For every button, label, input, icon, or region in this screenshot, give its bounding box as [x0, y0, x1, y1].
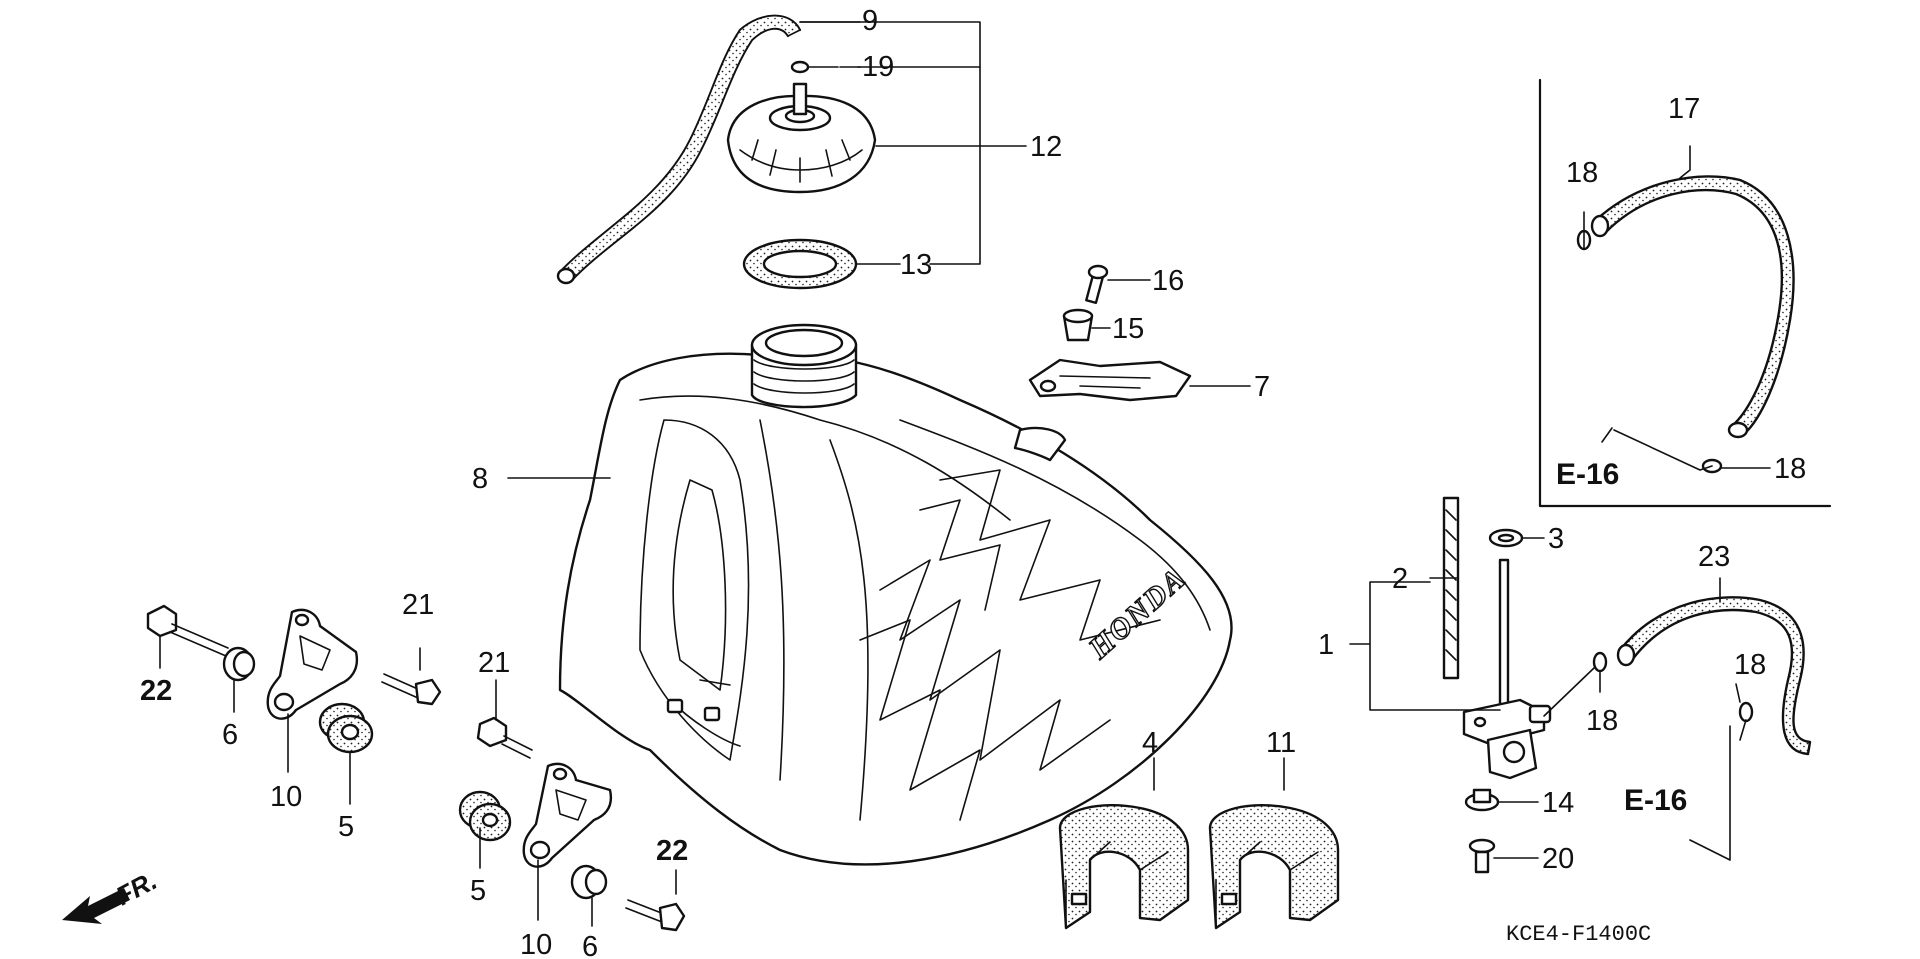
rubber-5-left — [318, 702, 374, 754]
callout-labels: 9 19 12 13 16 15 7 8 2 1 3 14 20 18 23 1… — [140, 5, 1806, 959]
callout-3: 3 — [1548, 523, 1564, 555]
diagram-code: KCE4-F1400C — [1506, 922, 1651, 947]
clip-18-tube23 — [1738, 701, 1754, 723]
stay-10-left — [266, 608, 359, 720]
callout-14: 14 — [1542, 787, 1574, 819]
callout-9: 9 — [862, 5, 878, 37]
callout-21-center: 21 — [478, 647, 510, 679]
breather-tube — [556, 14, 802, 285]
callout-20: 20 — [1542, 843, 1574, 875]
fuel-strainer — [1442, 496, 1460, 680]
tank-pad-11 — [1208, 804, 1340, 930]
bolt-22-center — [625, 899, 686, 932]
callout-1: 1 — [1318, 629, 1334, 661]
rubber-5-center — [458, 790, 512, 842]
callout-17: 17 — [1668, 93, 1700, 125]
callout-5-left: 5 — [338, 811, 354, 843]
callout-8: 8 — [472, 463, 488, 495]
clip-18-valve — [1592, 651, 1608, 673]
fuel-tube-17 — [1590, 175, 1795, 439]
callout-18-valve: 18 — [1586, 705, 1618, 737]
callout-10-left: 10 — [270, 781, 302, 813]
bolt-21-left — [381, 673, 442, 706]
callout-4: 4 — [1142, 727, 1158, 759]
callout-19: 19 — [862, 51, 894, 83]
reference-e16-bottom: E-16 — [1624, 784, 1687, 817]
callout-22-left: 22 — [140, 675, 172, 707]
leader-lines — [159, 21, 1771, 927]
callout-18-inset-bottom: 18 — [1774, 453, 1806, 485]
callout-23: 23 — [1698, 541, 1730, 573]
callout-21-left: 21 — [402, 589, 434, 621]
collar-6-left — [222, 646, 256, 682]
bolt-22-left — [146, 604, 229, 657]
callout-13: 13 — [900, 249, 932, 281]
cap-gasket — [742, 238, 858, 290]
callout-22-center: 22 — [656, 835, 688, 867]
callout-10-center: 10 — [520, 929, 552, 959]
fuel-tube-23 — [1616, 596, 1812, 756]
callout-15: 15 — [1112, 313, 1144, 345]
collar-15 — [1062, 308, 1094, 342]
fuel-tank: HONDA — [558, 323, 1233, 866]
callout-11: 11 — [1266, 727, 1296, 759]
bolt-16 — [1085, 264, 1109, 304]
callout-6-center: 6 — [582, 931, 598, 959]
fuel-cap — [726, 82, 877, 194]
bracket-7 — [1028, 358, 1192, 402]
screw-20 — [1468, 838, 1496, 874]
callout-6-left: 6 — [222, 719, 238, 751]
front-direction-arrow: FR. — [62, 865, 162, 924]
callout-18-inset-top: 18 — [1566, 157, 1598, 189]
washer-3 — [1488, 528, 1524, 548]
reference-e16-top: E-16 — [1556, 458, 1619, 491]
callout-18-tube: 18 — [1734, 649, 1766, 681]
callout-5-center: 5 — [470, 875, 486, 907]
callout-12: 12 — [1030, 131, 1062, 163]
drain-washer-14 — [1464, 788, 1500, 812]
fuel-valve — [1462, 558, 1552, 780]
callout-7: 7 — [1254, 371, 1270, 403]
collar-6-center — [570, 864, 608, 900]
stay-10-center — [522, 762, 613, 868]
tank-pad-4 — [1058, 804, 1190, 930]
callout-16: 16 — [1152, 265, 1184, 297]
clip-19 — [790, 60, 810, 74]
callout-2: 2 — [1392, 563, 1408, 595]
inset-frame — [1538, 78, 1832, 508]
bolt-21-center — [476, 716, 533, 759]
